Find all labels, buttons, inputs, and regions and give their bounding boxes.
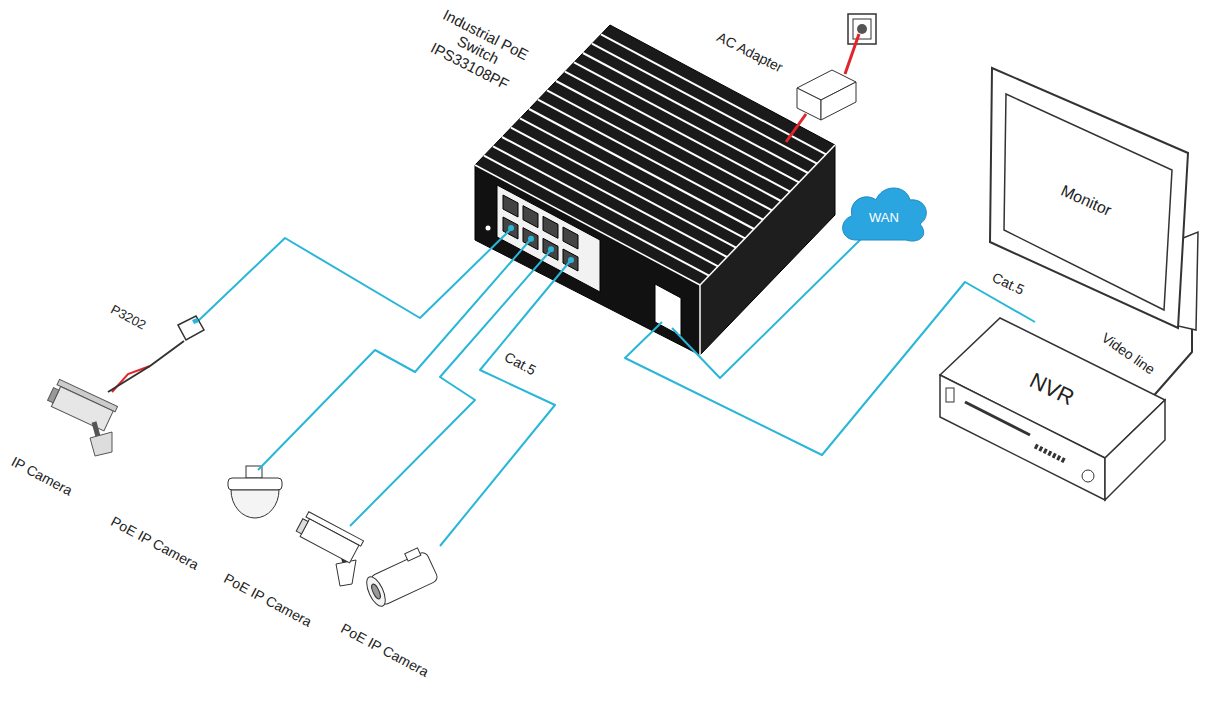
camera-mount (405, 548, 421, 561)
rj45-port (543, 216, 558, 238)
dome-housing (228, 478, 282, 490)
camera-node: PoE IP Camera (328, 538, 448, 700)
node-label: PoE IP Camera (108, 513, 201, 573)
nvr-node: NVR (936, 314, 1168, 504)
cable-connector (440, 260, 571, 546)
nvr-front (940, 375, 1105, 500)
cable-connector (108, 341, 184, 392)
nvr-knob (1082, 470, 1094, 482)
nvr-switch (946, 388, 954, 402)
splitter-port (192, 318, 199, 324)
rj45-port (523, 206, 538, 228)
camera-base (90, 432, 112, 456)
node-label: PoE IP Camera (338, 620, 431, 680)
uplink-port (655, 284, 681, 336)
dome-cover (231, 490, 279, 518)
splitter-node: P3202 (98, 296, 208, 350)
camera-node: PoE IP Camera (212, 508, 372, 636)
wall-outlet (848, 14, 876, 44)
node-label: AC Adapter (714, 29, 785, 76)
node-label: PoE IP Camera (221, 570, 314, 630)
outlet-plate (853, 19, 871, 39)
camera-lens (370, 583, 382, 600)
rj45-port (503, 195, 518, 217)
wan-cloud (843, 188, 927, 241)
camera-body (369, 551, 439, 606)
camera-node: IP Camera (5, 362, 127, 502)
poe-switch (475, 25, 835, 355)
cable-connector (258, 239, 531, 470)
cable-connector (786, 114, 806, 142)
splitter-box (178, 316, 204, 340)
cable-connector (196, 229, 511, 323)
node-label: P3202 (108, 303, 148, 334)
bullet-camera (360, 545, 439, 609)
switch-side (700, 145, 835, 355)
power-cable (845, 34, 859, 74)
nvr-shape (936, 314, 1168, 504)
node-label: WAN (869, 211, 899, 226)
camera-body (51, 387, 113, 431)
port-block (497, 185, 600, 292)
camera-front (363, 574, 389, 609)
camera-node: PoE IP Camera (100, 458, 296, 586)
ip-camera (46, 366, 150, 456)
cable-label: Cat.5 (500, 348, 540, 379)
nvr-buttons (1035, 446, 1065, 461)
adapter-front (797, 88, 821, 120)
adapter-side (821, 82, 856, 120)
outlet-plug (857, 24, 867, 34)
switch-edge (699, 285, 701, 355)
adapter-node: AC Adapter (705, 15, 860, 125)
nvr-side (1105, 400, 1165, 500)
node-label: Industrial PoE Switch IPS33108PF (422, 4, 535, 96)
camera-lens (296, 519, 308, 534)
camera-lens (48, 388, 59, 403)
rj45-port (563, 227, 578, 249)
node-label: IP Camera (9, 453, 75, 499)
cable-connector (672, 238, 862, 378)
camera-base (336, 560, 356, 586)
status-led (486, 226, 491, 231)
monitor-screen (1004, 94, 1172, 310)
nvr-slot (965, 402, 1030, 435)
dome-camera (228, 466, 282, 518)
wan-cloud-node: WAN (836, 178, 932, 246)
cable-label: Cat.5 (988, 269, 1028, 299)
switch-front (475, 165, 700, 355)
fin-stroke (601, 34, 826, 154)
